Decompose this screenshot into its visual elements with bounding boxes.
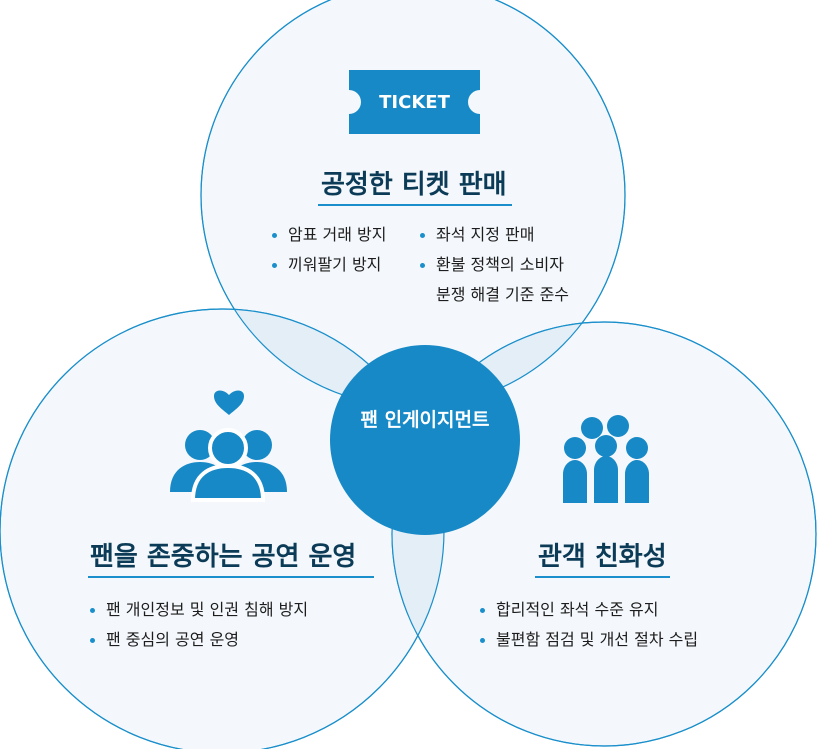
right-list: 합리적인 좌석 수준 유지 불편함 점검 및 개선 절차 수립 — [478, 595, 698, 655]
center-circle — [330, 345, 520, 535]
list-item-continuation: 분쟁 해결 기준 준수 — [436, 285, 570, 304]
top-right-list: 좌석 지정 판매 환불 정책의 소비자 분쟁 해결 기준 준수 — [418, 220, 569, 310]
list-item: 암표 거래 방지 — [270, 220, 387, 250]
list-item: 좌석 지정 판매 — [418, 220, 569, 250]
list-item: 팬 중심의 공연 운영 — [88, 625, 308, 655]
ticket-icon: TICKET — [349, 70, 480, 134]
list-item: 환불 정책의 소비자 — [418, 250, 569, 280]
audience-group-icon — [563, 415, 649, 503]
list-item: 불편함 점검 및 개선 절차 수립 — [478, 625, 698, 655]
top-title-underline — [318, 204, 512, 206]
left-list: 팬 개인정보 및 인권 침해 방지 팬 중심의 공연 운영 — [88, 595, 308, 655]
fans-heart-icon — [170, 390, 287, 502]
center-label: 팬 인게이지먼트 — [360, 408, 490, 431]
left-title-underline — [88, 576, 374, 578]
right-title: 관객 친화성 — [538, 542, 667, 572]
top-left-list: 암표 거래 방지 끼워팔기 방지 — [270, 220, 387, 280]
list-item: 팬 개인정보 및 인권 침해 방지 — [88, 595, 308, 625]
ticket-label: TICKET — [379, 91, 450, 113]
right-title-underline — [535, 576, 670, 578]
list-item: 합리적인 좌석 수준 유지 — [478, 595, 698, 625]
left-title: 팬을 존중하는 공연 운영 — [90, 542, 357, 572]
list-item: 끼워팔기 방지 — [270, 250, 387, 280]
top-title: 공정한 티켓 판매 — [321, 170, 507, 200]
